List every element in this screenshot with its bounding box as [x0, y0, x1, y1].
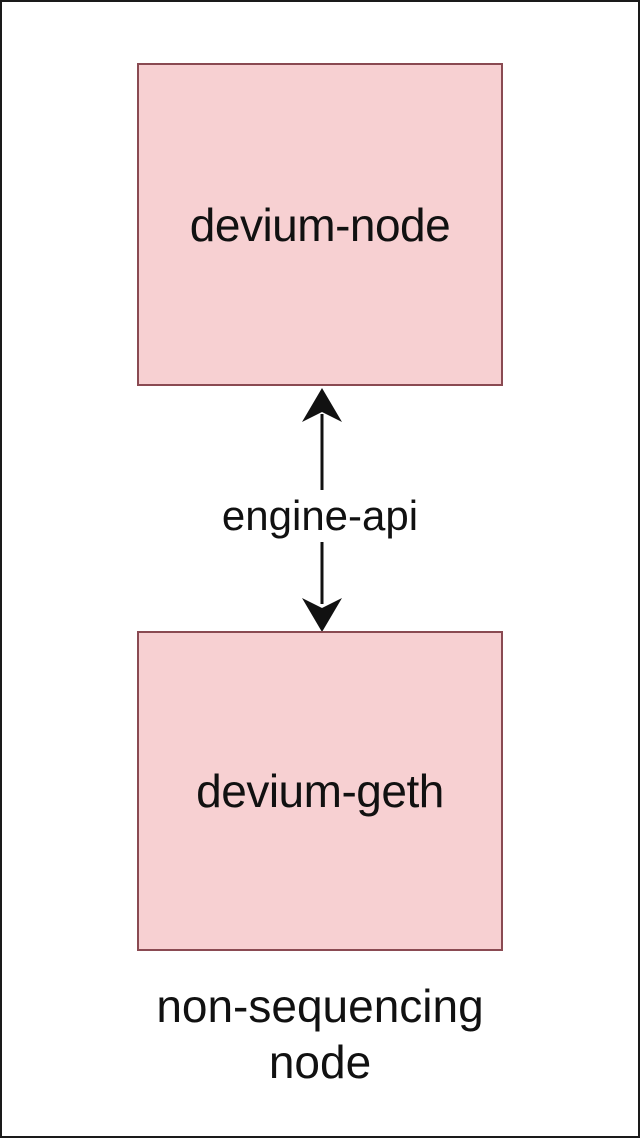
devium-node-box: devium-node: [137, 63, 503, 386]
arrow-head-down: [302, 598, 342, 632]
devium-geth-label: devium-geth: [196, 765, 444, 817]
devium-node-label: devium-node: [189, 198, 451, 251]
caption-line-1: non-sequencing: [156, 980, 484, 1032]
engine-api-label: engine-api: [162, 490, 478, 542]
caption-line-2: node: [268, 1036, 372, 1088]
devium-geth-box: devium-geth: [137, 631, 503, 951]
arrow-head-up: [302, 388, 342, 422]
diagram-caption: non-sequencing node: [62, 978, 578, 1090]
